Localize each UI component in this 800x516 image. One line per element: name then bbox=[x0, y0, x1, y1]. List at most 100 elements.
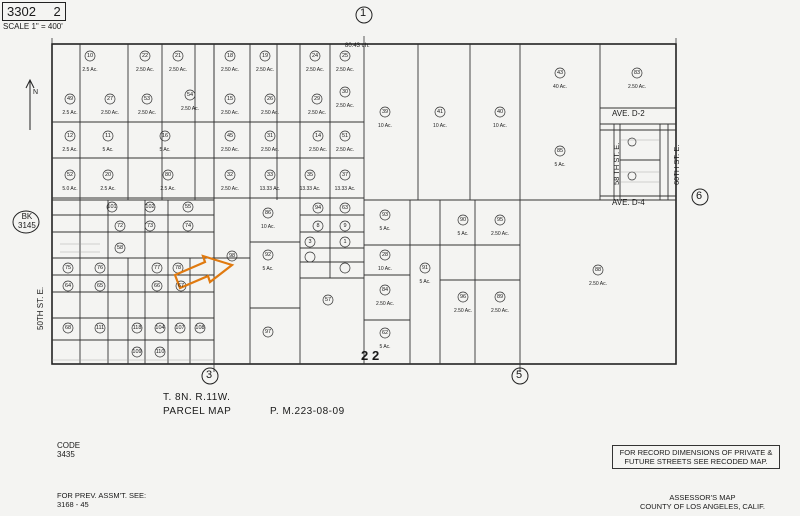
parcel-110: 110 bbox=[146, 348, 174, 356]
code-value: 3435 bbox=[57, 450, 75, 459]
parcel-118: 118 bbox=[123, 324, 151, 332]
parcel-area: 2.50 Ac. bbox=[260, 110, 280, 116]
street-ave-d2: AVE. D-2 bbox=[612, 109, 645, 118]
parcel-number: 19 bbox=[261, 53, 269, 59]
parcel-number: 32 bbox=[226, 172, 234, 178]
parcel-number: 51 bbox=[341, 133, 349, 139]
record-note: FOR RECORD DIMENSIONS OF PRIVATE & FUTUR… bbox=[612, 445, 780, 469]
parcel-area: 5 Ac. bbox=[102, 147, 114, 153]
parcel-number: 73 bbox=[146, 223, 154, 229]
parcel-101: 101 bbox=[98, 203, 126, 211]
parcel-area: 13.33 Ac. bbox=[299, 186, 321, 192]
north-arrow-icon bbox=[25, 78, 35, 130]
parcel-14: 14 2.50 Ac. bbox=[304, 132, 332, 154]
parcel-number: 63 bbox=[341, 205, 349, 211]
parcel-area: 5.0 Ac. bbox=[62, 186, 78, 192]
parcel-area: 2.50 Ac. bbox=[307, 110, 327, 116]
parcel-number: 43 bbox=[556, 70, 564, 76]
parcel-area: 2.50 Ac. bbox=[335, 147, 355, 153]
parcel-number: 67 bbox=[177, 283, 185, 289]
parcel-number: 91 bbox=[421, 265, 429, 271]
parcel-area: 2.50 Ac. bbox=[490, 308, 510, 314]
parcel-number: 1 bbox=[343, 239, 347, 245]
parcel-number: 86 bbox=[264, 210, 272, 216]
section-circle-5 bbox=[511, 367, 529, 385]
parcel-15: 15 2.50 Ac. bbox=[216, 95, 244, 117]
parcel-74: 74 bbox=[174, 222, 202, 230]
parcel-area: 2.50 Ac. bbox=[220, 110, 240, 116]
parcel-number: 49 bbox=[66, 96, 74, 102]
parcel-number: 95 bbox=[496, 217, 504, 223]
parcel-72: 72 bbox=[106, 222, 134, 230]
parcel-area: 2.5 Ac. bbox=[62, 110, 78, 116]
parcel-area: 2.50 Ac. bbox=[180, 106, 200, 112]
parcel-3: 3 bbox=[296, 238, 324, 246]
parcel-12: 12 2.5 Ac. bbox=[56, 132, 84, 154]
parcel-circles bbox=[62, 50, 643, 358]
parcel-77: 77 bbox=[143, 264, 171, 272]
parcel-55: 55 bbox=[174, 203, 202, 211]
parcel-area: 5 Ac. bbox=[379, 226, 391, 232]
parcel-area: 2.50 Ac. bbox=[100, 110, 120, 116]
parcel-111: 111 bbox=[86, 324, 114, 332]
parcel-area: 2.50 Ac. bbox=[260, 147, 280, 153]
parcel-number: 31 bbox=[266, 133, 274, 139]
parcel-area: 2.50 Ac. bbox=[335, 103, 355, 109]
hatch-marks bbox=[52, 139, 660, 361]
parcel-number: 111 bbox=[95, 325, 105, 331]
parcel-area: 2.50 Ac. bbox=[137, 110, 157, 116]
parcel-number: 22 bbox=[141, 53, 149, 59]
parcel-area: 2.5 Ac. bbox=[62, 147, 78, 153]
parcel-area: 5 Ac. bbox=[262, 266, 274, 272]
parcel-number: 16 bbox=[161, 133, 169, 139]
assessor-label: ASSESSOR'S MAP bbox=[669, 493, 736, 502]
book-number-ref: 3145 bbox=[18, 221, 36, 230]
parcel-number: 30 bbox=[341, 89, 349, 95]
parcel-area: 2.50 Ac. bbox=[220, 67, 240, 73]
section-3-label: 3 bbox=[206, 369, 213, 381]
parcel-number: 15 bbox=[226, 96, 234, 102]
parcel-number: 9 bbox=[343, 223, 347, 229]
prev-assessment-label: FOR PREV. ASSM'T. SEE: bbox=[57, 491, 147, 500]
parcel-number: 83 bbox=[633, 70, 641, 76]
parcel-number: 40 bbox=[496, 109, 504, 115]
parcel-9: 9 bbox=[331, 222, 359, 230]
parcel-number: 12 bbox=[66, 133, 74, 139]
section-1-label: 1 bbox=[360, 7, 367, 19]
assessor-title: ASSESSOR'S MAP COUNTY OF LOS ANGELES, CA… bbox=[640, 493, 765, 511]
parcel-area: 13.33 Ac. bbox=[334, 186, 356, 192]
parcel-area: 2.50 Ac. bbox=[135, 67, 155, 73]
boundary-ticks bbox=[51, 36, 677, 372]
parcel-number: 29 bbox=[313, 96, 321, 102]
parcel-number: 14 bbox=[314, 133, 322, 139]
parcel-area: 2.50 Ac. bbox=[308, 147, 328, 153]
parcel-area: 10 Ac. bbox=[378, 123, 392, 129]
parcel-number: 45 bbox=[226, 133, 234, 139]
section-2-tilted-label: 2 bbox=[372, 348, 380, 363]
parcel-number: 28 bbox=[381, 252, 389, 258]
grid-lines bbox=[52, 44, 676, 364]
book-number: 3302 bbox=[7, 4, 36, 19]
code-label: CODE bbox=[57, 441, 81, 450]
parcel-number: 3 bbox=[308, 239, 312, 245]
parcel-number: 74 bbox=[184, 223, 192, 229]
parcel-number: 25 bbox=[341, 53, 349, 59]
parcel-area: 10 Ac. bbox=[493, 123, 507, 129]
parcel-number: 96 bbox=[459, 294, 467, 300]
parcel-number: 97 bbox=[264, 329, 272, 335]
